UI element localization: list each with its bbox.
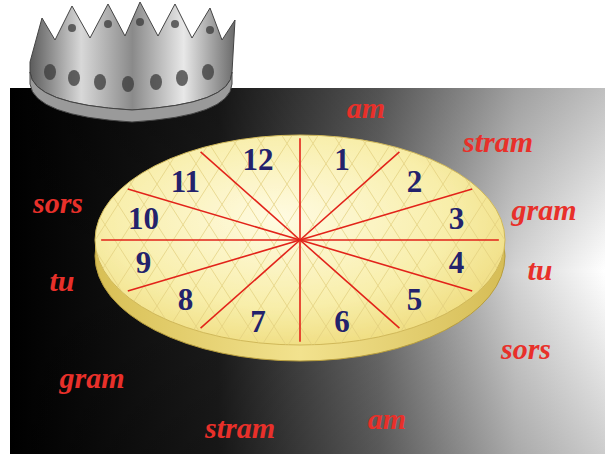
pastry-scoring (454, 120, 605, 370)
rhyme-word: sors (33, 188, 83, 218)
slice-number: 8 (178, 284, 194, 315)
pastry-scoring (38, 120, 198, 370)
pastry-scoring (220, 120, 380, 370)
pastry-scoring (12, 120, 172, 370)
pastry-scoring (428, 120, 588, 370)
pastry-scoring (90, 120, 250, 370)
slice-cut (101, 239, 300, 241)
slice-cut (201, 240, 300, 328)
slice-number: 11 (171, 165, 200, 196)
galette-pie (0, 120, 605, 370)
pastry-scoring (0, 120, 94, 370)
pastry-scoring (64, 120, 224, 370)
rhyme-word: am (347, 93, 385, 123)
pastry-scoring (298, 120, 458, 370)
slice-number: 12 (243, 143, 274, 174)
pastry-scoring (506, 120, 605, 370)
slice-cut (128, 240, 300, 291)
pastry-scoring (0, 120, 68, 370)
pastry-scoring (12, 120, 172, 370)
pastry-scoring (38, 120, 198, 370)
pastry-scoring (168, 120, 328, 370)
pastry-scoring (0, 120, 94, 370)
pastry-scoring (480, 120, 605, 370)
rhyme-word: stram (463, 127, 533, 157)
slice-number: 9 (136, 246, 152, 277)
pastry-scoring (584, 120, 605, 370)
pastry-scoring (506, 120, 605, 370)
pastry-scoring (558, 120, 605, 370)
slice-number: 3 (449, 203, 465, 234)
pastry-scoring (142, 120, 302, 370)
pastry-scoring (0, 120, 42, 370)
rhyme-word: gram (59, 363, 124, 393)
slice-number: 4 (449, 246, 465, 277)
slice-cut (128, 189, 300, 240)
pastry-scoring (194, 120, 354, 370)
pastry-scoring (350, 120, 510, 370)
pastry-scoring (116, 120, 276, 370)
pastry-scoring (0, 120, 16, 370)
slice-number: 7 (250, 306, 266, 337)
rhyme-word: sors (501, 334, 551, 364)
pastry-scoring (90, 120, 250, 370)
pastry-scoring (532, 120, 605, 370)
pastry-scoring (272, 120, 432, 370)
pastry-scoring (376, 120, 536, 370)
pastry-scoring (272, 120, 432, 370)
pastry-scoring (402, 120, 562, 370)
pastry-scoring (532, 120, 605, 370)
slice-number: 6 (334, 306, 350, 337)
pastry-scoring (0, 120, 68, 370)
pastry-scoring (480, 120, 605, 370)
rhyme-word: am (368, 404, 406, 434)
rhyme-word: tu (527, 255, 552, 285)
slice-number: 1 (334, 143, 350, 174)
pastry-scoring (428, 120, 588, 370)
pastry-scoring (350, 120, 510, 370)
slice-number: 5 (407, 284, 423, 315)
pastry-scoring (0, 120, 146, 370)
slice-cut (299, 240, 301, 342)
pastry-scoring (64, 120, 224, 370)
slice-cut (300, 240, 472, 291)
pastry-scoring (0, 120, 146, 370)
pastry-scoring (454, 120, 605, 370)
pastry-scoring (220, 120, 380, 370)
pastry-scoring (324, 120, 484, 370)
background-shade (10, 88, 605, 454)
rhyme-word: gram (511, 195, 576, 225)
pastry-scoring (0, 120, 120, 370)
slice-cut (300, 240, 399, 328)
paper-crown (30, 2, 235, 122)
pastry-scoring (324, 120, 484, 370)
pastry-scoring (584, 120, 605, 370)
rhyme-word: stram (205, 413, 275, 443)
pastry-scoring (194, 120, 354, 370)
pastry-scoring (298, 120, 458, 370)
slice-cut (300, 189, 472, 240)
pastry-scoring (376, 120, 536, 370)
rhyme-word: tu (49, 266, 74, 296)
pastry-scoring (558, 120, 605, 370)
pastry-scoring (0, 120, 42, 370)
slice-cut (300, 152, 399, 240)
slice-number: 2 (407, 165, 423, 196)
slice-number: 10 (128, 203, 159, 234)
background-panel (10, 88, 605, 454)
slice-cut (299, 138, 301, 240)
pastry-scoring (0, 120, 16, 370)
slice-cut (300, 239, 499, 241)
pastry-scoring (168, 120, 328, 370)
pastry-scoring (0, 120, 120, 370)
pastry-scoring (142, 120, 302, 370)
pastry-scoring (402, 120, 562, 370)
pastry-scoring (116, 120, 276, 370)
